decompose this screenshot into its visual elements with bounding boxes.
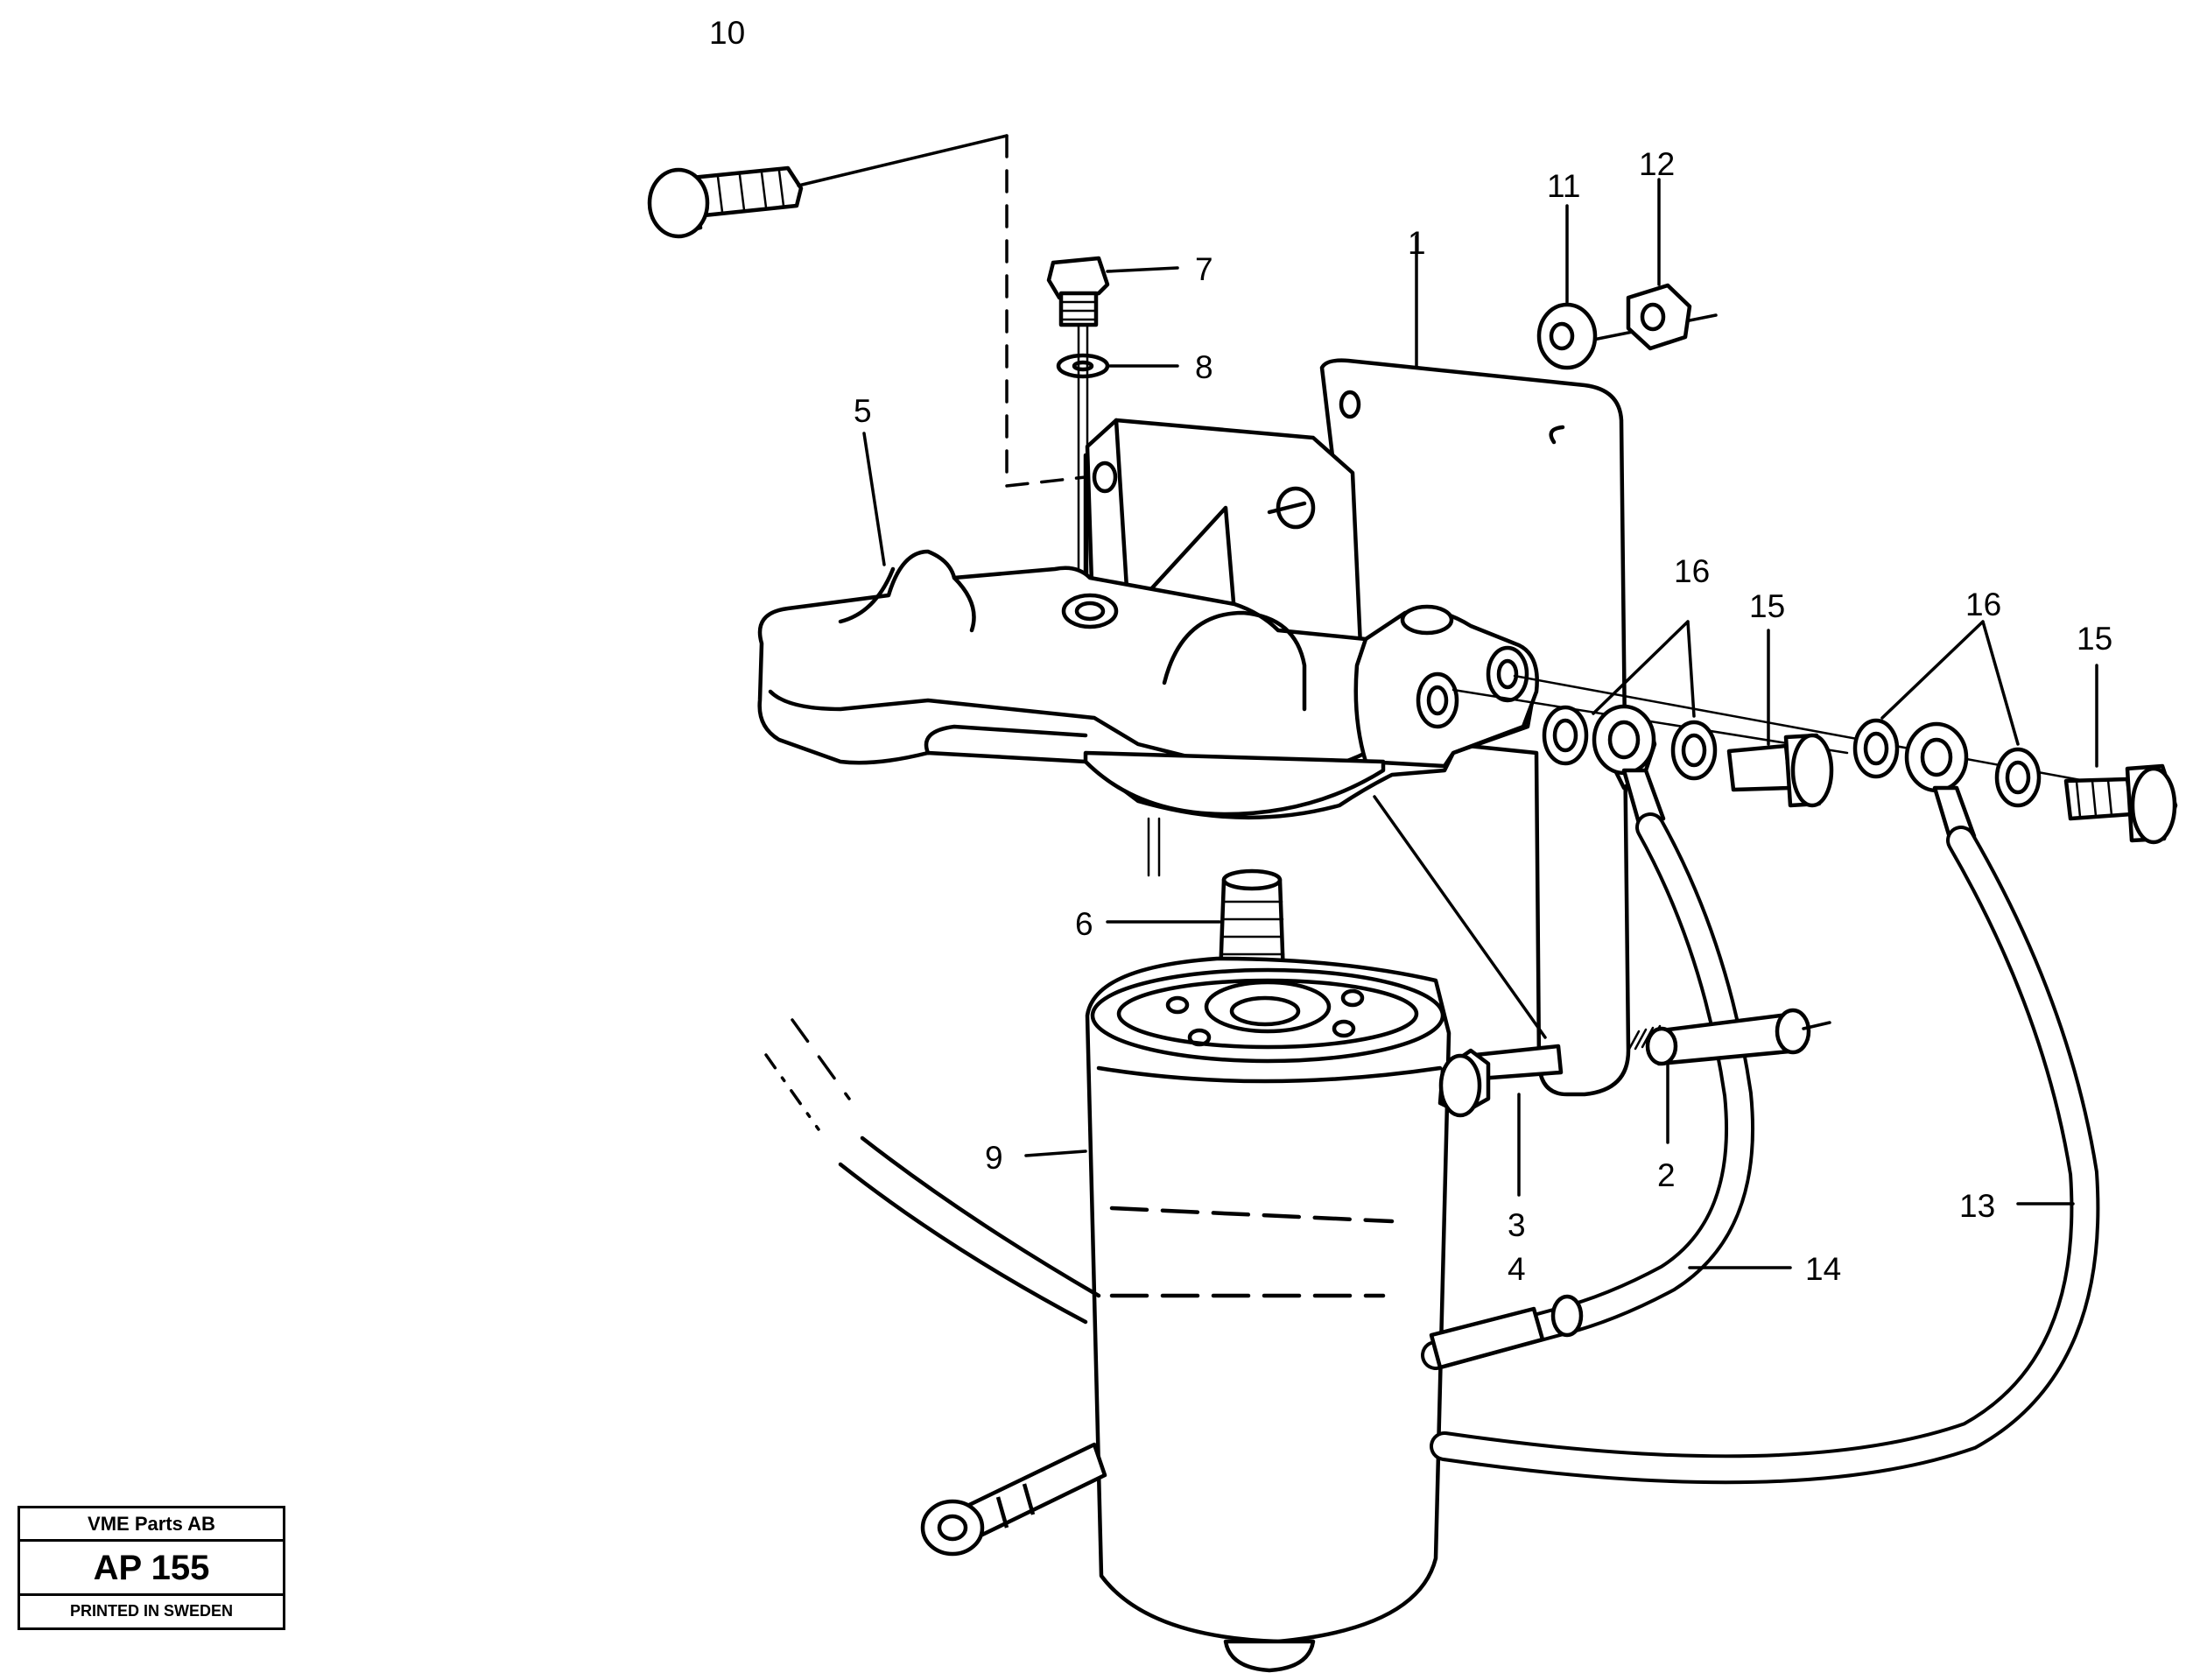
- filter-cartridge-9: [1085, 956, 1451, 1673]
- centerline-2: [1802, 1021, 1831, 1030]
- title-block-company: VME Parts AB: [20, 1508, 283, 1542]
- leader-16-b: [1880, 620, 2020, 746]
- dashed-centerline-10: [1005, 134, 1087, 488]
- hose-14: [1421, 812, 1755, 1370]
- callout-10: 10: [709, 15, 745, 51]
- leader-5: [862, 432, 886, 566]
- bolt-10: [647, 165, 804, 239]
- callout-12: 12: [1639, 146, 1675, 182]
- callout-15-b: 15: [2077, 621, 2112, 657]
- callout-14: 14: [1805, 1251, 1841, 1287]
- callout-4: 4: [1508, 1251, 1526, 1287]
- bolt-3: [1437, 1044, 1564, 1118]
- washer-11: [1536, 302, 1598, 370]
- washer-16-a: [1542, 705, 1589, 766]
- callout-11: 11: [1547, 168, 1580, 204]
- hose-13: [1430, 826, 2100, 1485]
- leader-9: [1024, 1149, 1087, 1157]
- callout-15-a: 15: [1749, 588, 1785, 624]
- spacer-2: [1627, 1008, 1811, 1066]
- callout-7: 7: [1195, 251, 1213, 287]
- plug-7: [1046, 256, 1110, 327]
- leader-3-4-diag: [1373, 795, 1547, 1039]
- title-block-code: AP 155: [20, 1542, 283, 1596]
- centerline-6: [1147, 817, 1161, 877]
- nut-12: [1626, 283, 1692, 351]
- title-block-printed: PRINTED IN SWEDEN: [69, 1602, 233, 1620]
- leader-bolt-10: [797, 134, 1009, 187]
- callout-8: 8: [1195, 349, 1213, 385]
- nipple-6: [1218, 868, 1286, 979]
- leader-7: [1106, 266, 1179, 273]
- hose-left: [764, 1018, 1101, 1325]
- callout-13: 13: [1959, 1188, 1995, 1224]
- washer-16-c: [1852, 718, 1900, 779]
- callout-16-b: 16: [1965, 587, 2001, 622]
- callout-6: 6: [1075, 906, 1093, 942]
- washer-8: [1056, 353, 1110, 379]
- title-block: VME Parts AB AP 155 PRINTED IN SWEDEN: [18, 1506, 285, 1630]
- banjo-bolt-15-b: [2063, 763, 2178, 845]
- washer-16-d: [1994, 747, 2042, 808]
- callout-9: 9: [985, 1140, 1003, 1176]
- filter-head-5: [757, 418, 1539, 820]
- hose-end-fitting: [920, 1442, 1107, 1557]
- banjo-bolt-15-a: [1726, 733, 1834, 808]
- washer-16-b: [1670, 720, 1718, 781]
- callout-3: 3: [1508, 1207, 1526, 1243]
- callout-16-a: 16: [1674, 553, 1710, 589]
- banjo-fitting-a: [1592, 704, 1666, 826]
- leader-16-a: [1592, 620, 1696, 718]
- banjo-fitting-b: [1904, 721, 1977, 843]
- callout-1: 1: [1408, 225, 1426, 261]
- callout-2: 2: [1657, 1157, 1676, 1193]
- callout-5: 5: [854, 393, 872, 429]
